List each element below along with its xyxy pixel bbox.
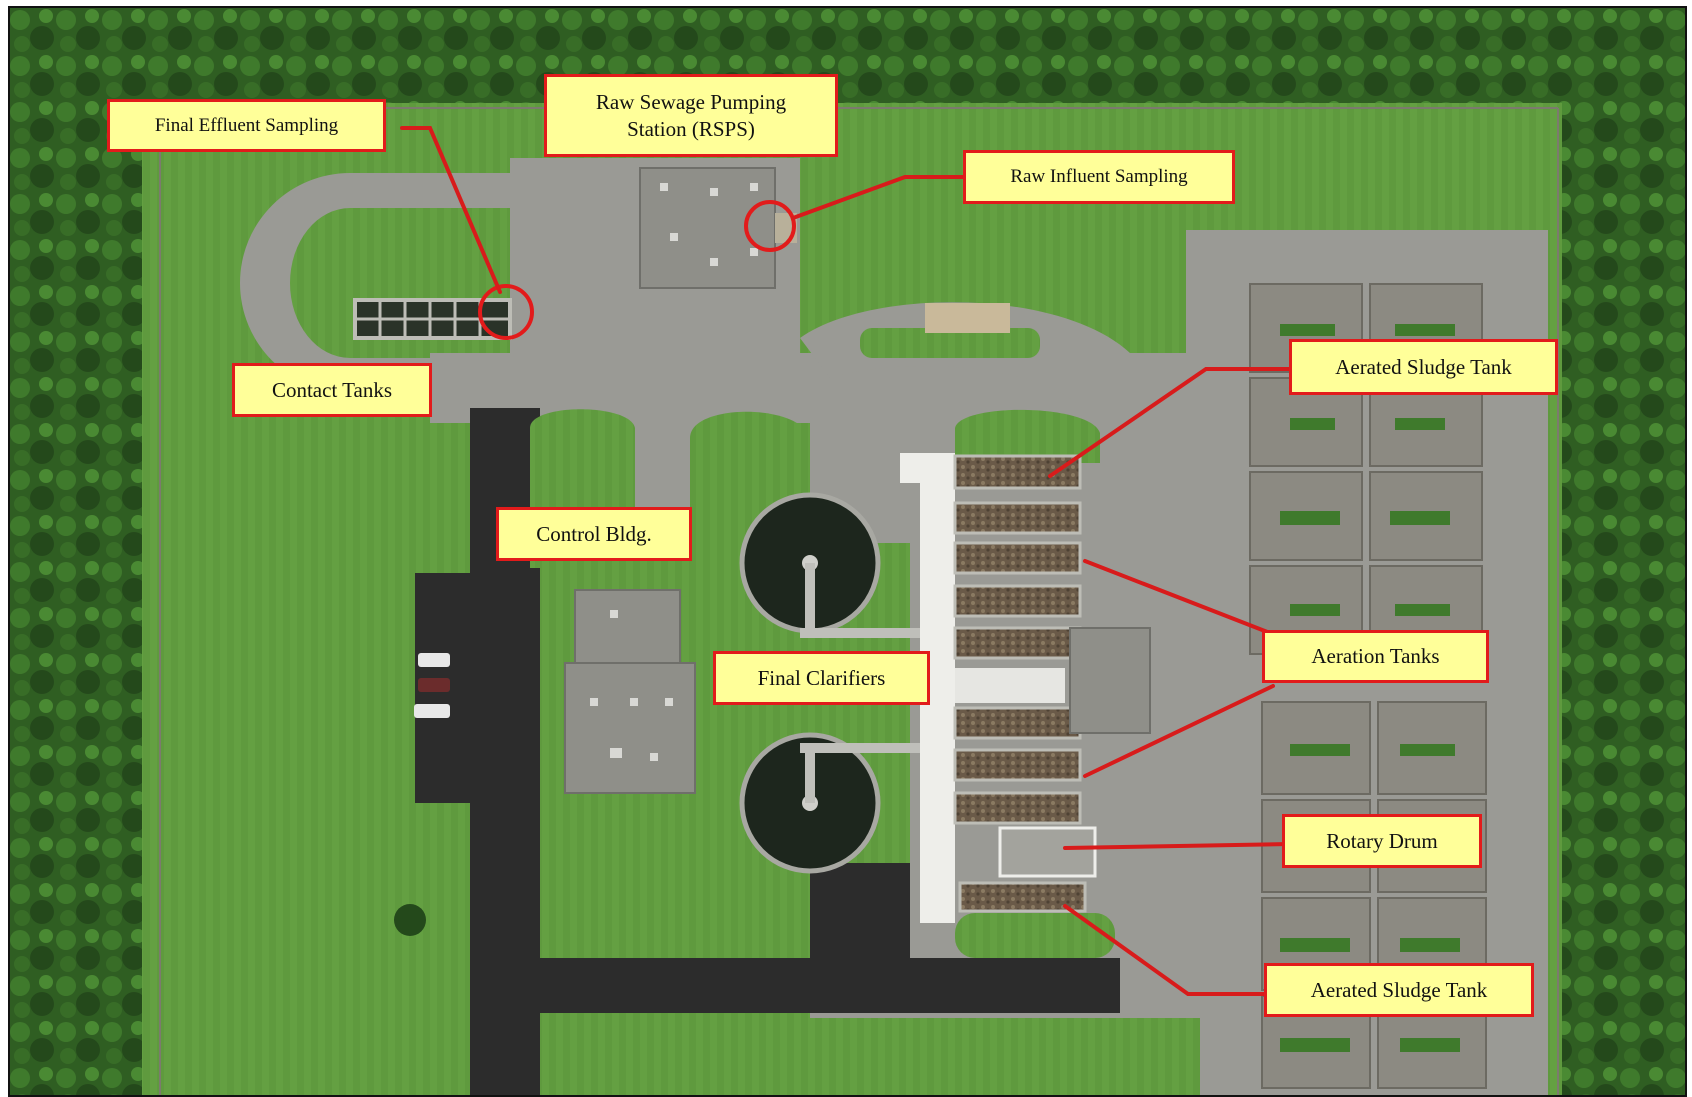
clarifier-bridge <box>805 563 815 633</box>
label-rotary-drum: Rotary Drum <box>1282 814 1482 868</box>
leader-lines <box>400 126 1299 996</box>
label-rsps-line1: Raw Sewage Pumping <box>595 90 787 115</box>
label-aerated-sludge-tank-top-text: Aerated Sludge Tank <box>1335 354 1512 379</box>
label-final-effluent-sampling-text: Final Effluent Sampling <box>154 114 339 136</box>
clarifier-bridge <box>805 743 815 803</box>
grass-island <box>955 409 1100 463</box>
rotary-drum-building <box>998 826 1097 878</box>
aerial-site-photo <box>10 8 1685 1095</box>
weed-patches <box>1280 324 1460 1052</box>
roof-vents <box>590 610 673 761</box>
aeration-tanks <box>953 501 1082 825</box>
asphalt-road-south <box>470 958 1120 1013</box>
parked-cars <box>414 653 450 718</box>
control-building <box>574 589 681 666</box>
label-aeration-tanks: Aeration Tanks <box>1262 630 1489 683</box>
label-control-bldg: Control Bldg. <box>496 507 692 561</box>
lower-lawn <box>540 1018 1200 1095</box>
clarifier-walkway <box>800 743 930 753</box>
control-building <box>564 662 696 794</box>
leader-line-aeration-lower <box>1083 684 1275 778</box>
label-aeration-tanks-text: Aeration Tanks <box>1311 644 1440 669</box>
leader-line-raw-influent <box>791 175 973 220</box>
roof-vents <box>660 183 758 266</box>
process-walkway <box>955 668 1065 703</box>
leader-line-aerated-sludge-bottom <box>1063 904 1274 996</box>
label-rsps-line2: Station (RSPS) <box>627 116 755 141</box>
label-raw-sewage-pumping-station: Raw Sewage Pumping Station (RSPS) <box>544 74 838 157</box>
process-walkway <box>900 453 930 483</box>
tree <box>394 904 426 936</box>
label-raw-influent-sampling-text: Raw Influent Sampling <box>1010 166 1188 188</box>
small-structure <box>925 303 1010 333</box>
leader-line-rotary-drum <box>1063 842 1292 850</box>
label-aerated-sludge-tank-bottom: Aerated Sludge Tank <box>1264 963 1534 1017</box>
final-effluent-sampling-marker <box>478 284 534 340</box>
grass-island <box>955 913 1115 958</box>
label-aerated-sludge-tank-top: Aerated Sludge Tank <box>1289 339 1558 395</box>
label-rotary-drum-text: Rotary Drum <box>1326 828 1438 853</box>
label-contact-tanks: Contact Tanks <box>232 363 432 417</box>
label-control-bldg-text: Control Bldg. <box>536 521 652 546</box>
leader-line-aerated-sludge-top <box>1048 367 1299 478</box>
aerated-sludge-tank-north <box>953 454 1082 490</box>
raw-influent-sampling-marker <box>744 200 796 252</box>
clarifier-walkway <box>800 628 930 638</box>
label-contact-tanks-text: Contact Tanks <box>271 377 393 402</box>
aerial-image-frame: Final Effluent Sampling Raw Sewage Pumpi… <box>8 6 1687 1097</box>
asphalt-drive-clarifier <box>810 858 910 968</box>
grass-island <box>860 328 1040 358</box>
label-final-clarifiers-text: Final Clarifiers <box>757 665 886 690</box>
blower-building <box>1069 627 1151 734</box>
label-raw-influent-sampling: Raw Influent Sampling <box>963 150 1235 204</box>
label-aerated-sludge-tank-bottom-text: Aerated Sludge Tank <box>1310 977 1488 1002</box>
label-final-clarifiers: Final Clarifiers <box>713 651 930 705</box>
label-final-effluent-sampling: Final Effluent Sampling <box>107 99 386 152</box>
leader-line-aeration-upper <box>1083 559 1272 635</box>
leader-line-final-effluent <box>400 126 502 294</box>
